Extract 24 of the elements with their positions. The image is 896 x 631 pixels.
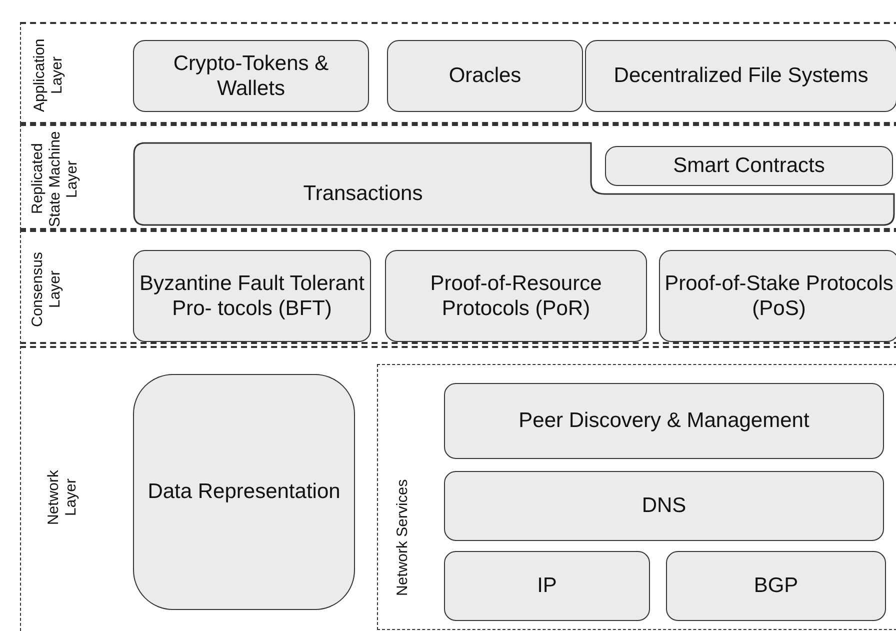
component-box: Peer Discovery & Management xyxy=(444,383,884,459)
layer-band xyxy=(20,22,896,124)
layer-band xyxy=(20,124,896,230)
layer-label: Replicated State Machine Layer xyxy=(29,130,82,228)
component-box: DNS xyxy=(444,471,884,541)
component-box: IP xyxy=(444,551,650,621)
layer-band xyxy=(20,346,896,631)
layer-label: Consensus Layer xyxy=(29,250,64,329)
group-label: Network Services xyxy=(394,478,412,598)
services-panel xyxy=(377,364,896,630)
notched-box xyxy=(133,142,895,226)
layer-label: Application Layer xyxy=(31,37,66,114)
component-box: Byzantine Fault Tolerant Pro- tocols (BFT) xyxy=(133,250,371,342)
layer-band xyxy=(20,230,896,344)
component-box: Decentralized File Systems xyxy=(585,40,896,112)
component-label: Transactions xyxy=(302,181,424,207)
component-box: Proof-of-Resource Protocols (PoR) xyxy=(385,250,647,342)
component-box: Oracles xyxy=(387,40,583,112)
component-box: Smart Contracts xyxy=(605,146,893,186)
layer-label: Network Layer xyxy=(45,468,80,527)
component-box: Crypto-Tokens & Wallets xyxy=(133,40,369,112)
component-box: Proof-of-Stake Protocols (PoS) xyxy=(659,250,896,342)
component-box: BGP xyxy=(666,551,886,621)
component-box: Data Representation xyxy=(133,374,355,610)
